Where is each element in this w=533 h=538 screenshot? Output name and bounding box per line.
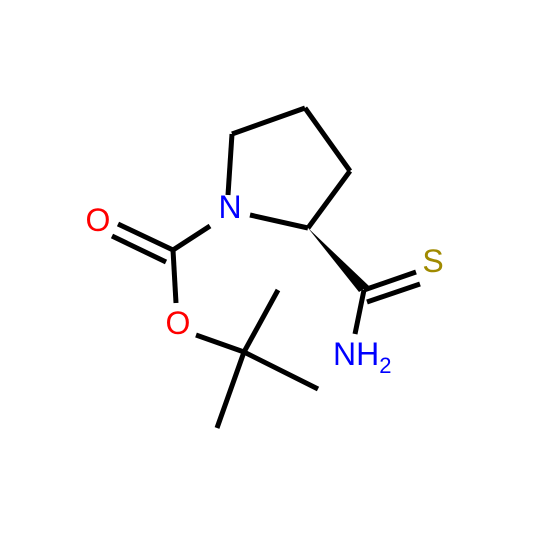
bond-tbu-me3 xyxy=(214,351,247,429)
bond-c4-c3 xyxy=(302,106,353,173)
bond-oester-tbu xyxy=(195,332,245,355)
bond-tbu-me2 xyxy=(242,349,320,392)
bond-carbonyl-o-a xyxy=(116,221,175,253)
bond-carbonyl-oester xyxy=(170,249,179,304)
bond-c3-c2 xyxy=(305,169,353,230)
bond-thio-nh2 xyxy=(352,289,367,335)
atom-nitrogen-ring: N xyxy=(218,189,241,225)
bond-n-c5 xyxy=(225,133,235,196)
bond-n-carbonyl xyxy=(171,223,212,253)
wedge-bond xyxy=(308,228,369,292)
atom-amine: NH2 xyxy=(333,336,391,378)
bond-thio-s-a xyxy=(363,269,417,293)
bonds xyxy=(110,105,421,429)
bond-c5-c4 xyxy=(231,105,306,137)
amine-label: NH xyxy=(333,336,379,372)
bond-thio-s-b xyxy=(366,281,421,305)
amine-subscript: 2 xyxy=(379,353,391,378)
bond-carbonyl-o-b xyxy=(110,233,168,265)
bond-tbu-me1 xyxy=(241,288,281,354)
atom-sulfur: S xyxy=(422,243,443,279)
bond-c2-n xyxy=(249,212,309,231)
atom-oxygen-carbonyl: O xyxy=(86,202,111,238)
atom-oxygen-ester: O xyxy=(166,305,191,341)
